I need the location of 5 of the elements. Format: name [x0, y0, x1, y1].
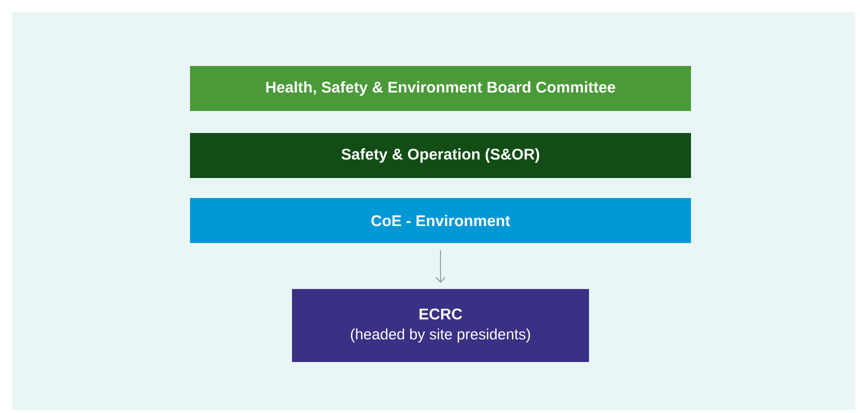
arrow — [436, 250, 446, 283]
org-box: Health, Safety & Environment Board Committee — [190, 66, 691, 111]
org-box: Safety & Operation (S&OR) — [190, 133, 691, 178]
org-box: CoE - Environment — [190, 198, 691, 243]
org-box: ECRC (headed by site presidents) — [292, 289, 589, 362]
